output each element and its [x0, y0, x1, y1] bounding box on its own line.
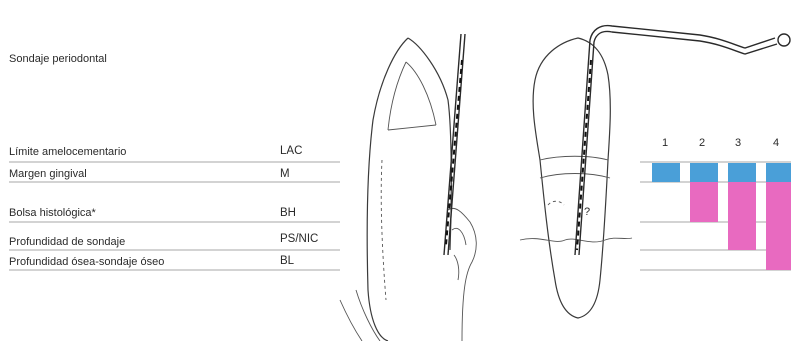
column-1: 1	[662, 137, 668, 149]
bar-1-blue	[652, 163, 680, 182]
column-3: 3	[735, 137, 741, 149]
column-2: 2	[699, 137, 705, 149]
bar-3-pink	[728, 182, 756, 250]
bar-2-blue	[690, 163, 718, 182]
bar-2-pink	[690, 182, 718, 222]
question-mark: ?	[584, 206, 590, 218]
diagram-title: Sondaje periodontal	[9, 53, 107, 65]
depth-bars	[652, 163, 791, 270]
bar-3-blue	[728, 163, 756, 182]
abbr-bl: BL	[280, 255, 295, 267]
row-label-lac: Límite amelocementario	[9, 146, 126, 158]
abbr-lac: LAC	[280, 145, 302, 157]
bar-4-pink	[766, 182, 791, 270]
tooth-cross-section	[340, 38, 476, 341]
abbr-ps: PS/NIC	[280, 233, 318, 245]
probe-right	[575, 26, 790, 255]
abbr-bh: BH	[280, 207, 296, 219]
row-label-m: Margen gingival	[9, 168, 87, 180]
row-label-bl: Profundidad ósea-sondaje óseo	[9, 256, 164, 268]
tooth-frontal: ?	[520, 38, 632, 318]
abbr-m: M	[280, 168, 290, 180]
column-numbers: 1 2 3 4	[662, 137, 779, 149]
probe-left	[444, 34, 465, 255]
row-label-ps: Profundidad de sondaje	[9, 236, 125, 248]
row-abbreviations: LAC M BH PS/NIC BL	[280, 145, 318, 267]
column-4: 4	[773, 137, 779, 149]
bar-4-blue	[766, 163, 791, 182]
row-label-bh: Bolsa histológica*	[9, 207, 97, 219]
